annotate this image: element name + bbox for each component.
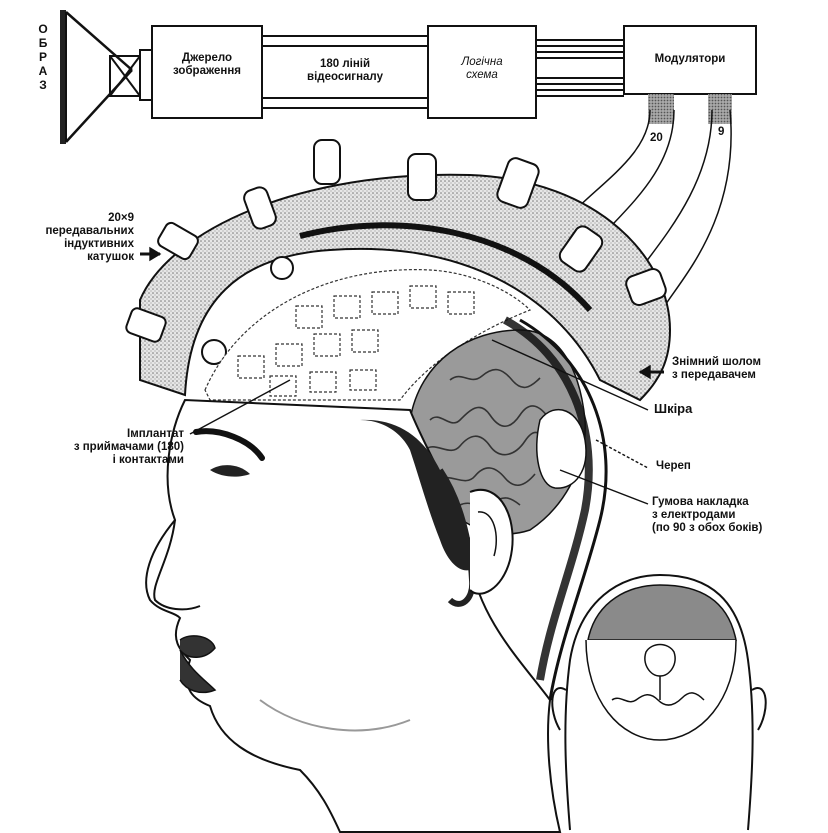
implant-label: Імплантат з приймачами (180) і контактам… bbox=[28, 428, 184, 467]
skin-label: Шкіра bbox=[654, 402, 692, 415]
image-label: ОБРАЗ bbox=[36, 22, 50, 92]
coils-label: 20×9 передавальних індуктивних катушок bbox=[20, 212, 134, 264]
cross-section-view bbox=[552, 575, 765, 830]
video-lines-label: 180 ліній відеосигналу bbox=[262, 58, 428, 84]
cable-count-left: 20 bbox=[650, 132, 663, 145]
cable-count-right: 9 bbox=[718, 126, 724, 139]
screen-apparatus bbox=[60, 10, 152, 144]
bus-wires bbox=[536, 40, 624, 96]
image-source-label: Джерело зображення bbox=[152, 52, 262, 78]
logic-label: Логічна схема bbox=[428, 56, 536, 82]
skull-label: Череп bbox=[656, 460, 691, 473]
modulators-label: Модулятори bbox=[624, 53, 756, 66]
rubber-pad bbox=[537, 410, 586, 489]
helmet-label: Знімний шолом з передавачем bbox=[672, 356, 761, 382]
rubber-pad-label: Гумова накладка з електродами (по 90 з о… bbox=[652, 496, 762, 535]
